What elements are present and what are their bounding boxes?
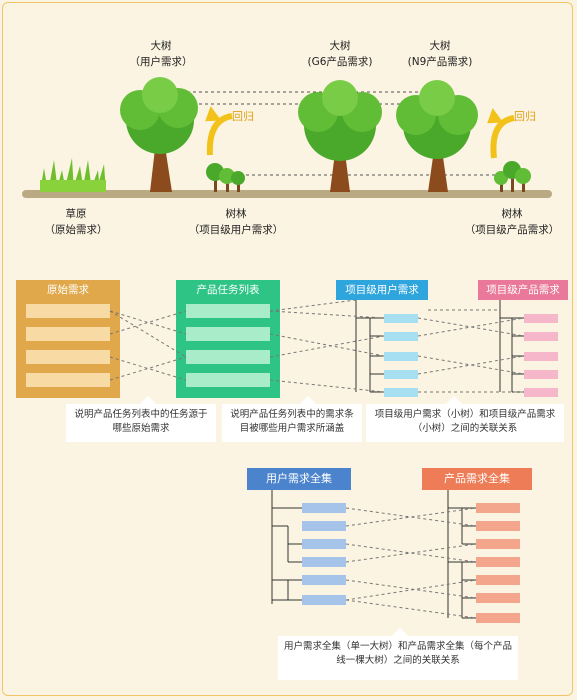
product-all-title: 产品需求全集 [444, 472, 510, 485]
product-all-tree-lines [447, 490, 476, 619]
note-pointer [446, 396, 462, 404]
return-arrow-1-icon [206, 113, 233, 156]
raw-item [26, 304, 110, 318]
proj-product-item [524, 332, 558, 341]
small-trees-1-icon [206, 163, 245, 192]
return-arrowhead-2-icon [487, 108, 504, 124]
proj-product-tree-lines [499, 300, 524, 393]
forest-label-2: 树林（项目级产品需求） [464, 208, 560, 236]
user-all-tree-lines [271, 490, 302, 604]
proj-product-item [524, 370, 558, 379]
tree-label-3: 大树(N9产品需求) [407, 40, 473, 68]
task-item [186, 327, 270, 341]
note-raw-tasks: 说明产品任务列表中的任务源于哪些原始需求 [66, 404, 216, 442]
note-pointer [300, 396, 316, 404]
grass-icon [40, 158, 106, 192]
user-all-item [302, 557, 346, 567]
product-all-item [476, 539, 520, 549]
tasks-box-title: 产品任务列表 [196, 284, 260, 296]
proj-product-item [524, 388, 558, 397]
user-product-links [345, 507, 477, 619]
proj-user-title: 项目级用户需求 [345, 284, 419, 296]
proj-product-header-bg [478, 280, 568, 300]
task-item [186, 304, 270, 318]
task-item [186, 373, 270, 387]
product-all-item [476, 593, 520, 603]
big-tree-3-icon [396, 80, 478, 192]
user-all-item [302, 595, 346, 605]
raw-box-title: 原始需求 [47, 284, 89, 296]
raw-item [26, 327, 110, 341]
user-all-header-bg [247, 468, 351, 490]
proj-product-title: 项目级产品需求 [486, 284, 560, 296]
proj-user-item [384, 352, 418, 361]
return-label-1: 回归 [232, 110, 254, 123]
raw-item [26, 373, 110, 387]
raw-item [26, 350, 110, 364]
proj-user-item [384, 370, 418, 379]
note-pointer [392, 628, 408, 636]
note-proj-relation: 项目级用户需求（小树）和项目级产品需求（小树）之间的关联关系 [366, 404, 564, 442]
user-all-item [302, 539, 346, 549]
task-user-links [269, 299, 525, 393]
proj-user-item [384, 332, 418, 341]
return-arrowhead-1-icon [205, 106, 222, 122]
proj-user-header-bg [336, 280, 428, 300]
note-all-relation: 用户需求全集（单一大树）和产品需求全集（每个产品线一棵大树）之间的关联关系 [278, 636, 518, 680]
product-all-item [476, 503, 520, 513]
user-all-title: 用户需求全集 [266, 472, 332, 485]
product-all-item [476, 613, 520, 623]
tree-label-2: 大树(G6产品需求) [307, 40, 373, 68]
tree-label-1: 大树（用户需求） [129, 40, 193, 68]
small-trees-2-icon [494, 161, 531, 192]
note-pointer [140, 396, 156, 404]
proj-product-item [524, 314, 558, 323]
proj-product-item [524, 352, 558, 361]
big-tree-2-icon [298, 80, 382, 192]
proj-user-item [384, 388, 418, 397]
product-all-item [476, 575, 520, 585]
raw-task-links [109, 310, 187, 381]
product-all-item [476, 521, 520, 531]
proj-user-item [384, 314, 418, 323]
forest-label-1: 树林（项目级用户需求） [188, 208, 284, 236]
task-item [186, 350, 270, 364]
proj-user-tree-lines [355, 300, 384, 393]
big-tree-1-icon [120, 77, 198, 192]
product-all-item [476, 557, 520, 567]
user-all-item [302, 575, 346, 585]
return-arrow-2-icon [490, 115, 515, 159]
grass-label: 草原（原始需求） [44, 208, 108, 236]
user-all-item [302, 503, 346, 513]
note-tasks-user: 说明产品任务列表中的需求条目被哪些用户需求所涵盖 [222, 404, 362, 442]
product-all-header-bg [422, 468, 532, 490]
return-label-2: 回归 [514, 110, 536, 123]
user-all-item [302, 521, 346, 531]
